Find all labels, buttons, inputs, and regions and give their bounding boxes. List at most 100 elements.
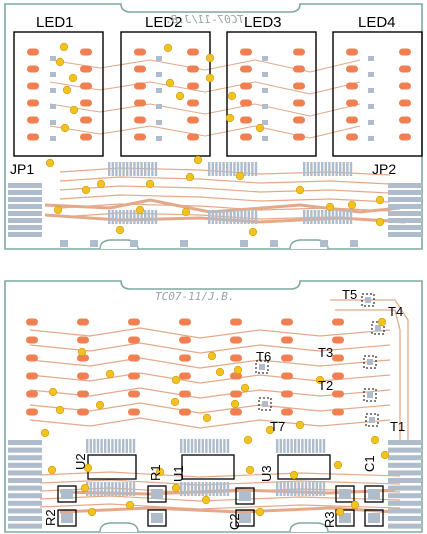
ic-pad <box>194 482 197 496</box>
via <box>215 367 225 377</box>
led-pad <box>179 318 191 326</box>
ic-pad <box>339 162 342 176</box>
ic-pad <box>279 439 282 453</box>
via <box>205 53 215 63</box>
smd-pad <box>180 240 188 247</box>
ic-pad <box>216 439 219 453</box>
led-pad <box>293 133 305 141</box>
t4-label: T4 <box>388 304 403 319</box>
via <box>375 195 385 205</box>
led-outline-2 <box>120 31 211 157</box>
smd-pad <box>50 136 56 141</box>
ic-pad <box>304 482 308 496</box>
passive-outline <box>364 509 384 527</box>
via <box>230 399 240 409</box>
c1-label: C1 <box>362 455 377 472</box>
ic-pad <box>133 162 136 176</box>
ic-pad <box>328 210 331 224</box>
ic-pad <box>297 439 300 453</box>
ic-pad <box>118 162 122 176</box>
via <box>207 351 217 361</box>
ic-pad <box>96 439 100 453</box>
ic-pad <box>183 439 186 453</box>
led-pad <box>230 318 242 326</box>
passive-pad <box>239 513 251 523</box>
via <box>233 365 243 375</box>
ic-pad <box>254 162 258 176</box>
silkscreen-layer <box>13 31 423 527</box>
led-pad <box>26 354 38 362</box>
led-pad <box>399 116 411 124</box>
ic-pad <box>322 439 326 453</box>
ic-pad <box>129 482 132 496</box>
ic-pad <box>254 210 258 224</box>
ic-pad <box>218 162 222 176</box>
smd-pad <box>50 88 56 93</box>
smd-pad <box>156 56 162 61</box>
via <box>315 375 325 385</box>
via <box>205 73 215 83</box>
led-pad <box>77 336 89 344</box>
led-pad <box>187 99 199 107</box>
edge-pin <box>8 485 42 491</box>
board-outlines <box>4 3 423 533</box>
led-pad <box>332 336 344 344</box>
ic-pad <box>218 210 222 224</box>
pad-layer <box>8 48 422 529</box>
ic-pad <box>303 210 306 224</box>
led-pad <box>27 82 39 90</box>
led-pad <box>240 99 252 107</box>
via <box>335 507 345 517</box>
jp1-pin <box>8 225 42 230</box>
ic-pad <box>89 439 92 453</box>
ic-pad <box>301 439 304 453</box>
led-pad <box>293 48 305 56</box>
ic-pad <box>319 482 322 496</box>
smd-pad <box>262 120 268 125</box>
passive-outline <box>147 485 167 503</box>
led-pad <box>240 65 252 73</box>
passive-pad <box>339 489 351 499</box>
via <box>248 227 258 237</box>
led-pad <box>128 336 140 344</box>
ic-pad <box>198 482 201 496</box>
transistor-pad <box>262 401 268 407</box>
led2-label: LED2 <box>145 14 183 31</box>
led-trace <box>29 342 391 354</box>
ic-body <box>181 454 235 480</box>
jp2-pin <box>388 190 422 195</box>
ic-pad <box>100 439 103 453</box>
ic-pad <box>211 162 214 176</box>
led-pad <box>77 318 89 326</box>
transistor-pad <box>369 417 375 423</box>
led-pad <box>128 318 140 326</box>
ic-pad <box>331 162 335 176</box>
ic-pad <box>154 210 158 224</box>
ic-pad <box>198 439 201 453</box>
jp2-label: JP2 <box>372 161 396 177</box>
led-pad <box>134 48 146 56</box>
ic-pad <box>226 482 230 496</box>
u2-label: U2 <box>73 453 88 470</box>
ic-pad <box>151 210 154 224</box>
led-pad <box>293 65 305 73</box>
led-outline-4 <box>332 31 423 157</box>
edge-pin <box>8 508 42 514</box>
ic-pad <box>310 162 313 176</box>
led-pad <box>332 372 344 380</box>
passive-outline <box>235 487 255 505</box>
ic-pad <box>247 162 250 176</box>
ic-pad <box>306 210 309 224</box>
via <box>62 85 72 95</box>
ic-pad <box>226 162 229 176</box>
ic-pad <box>122 162 125 176</box>
edge-pin <box>388 485 422 491</box>
edge-pin <box>388 493 422 499</box>
edge-pin <box>8 523 42 529</box>
ic-pad <box>229 210 232 224</box>
ic-pad <box>247 210 250 224</box>
ic-pad <box>115 162 118 176</box>
ic-pad <box>100 482 103 496</box>
